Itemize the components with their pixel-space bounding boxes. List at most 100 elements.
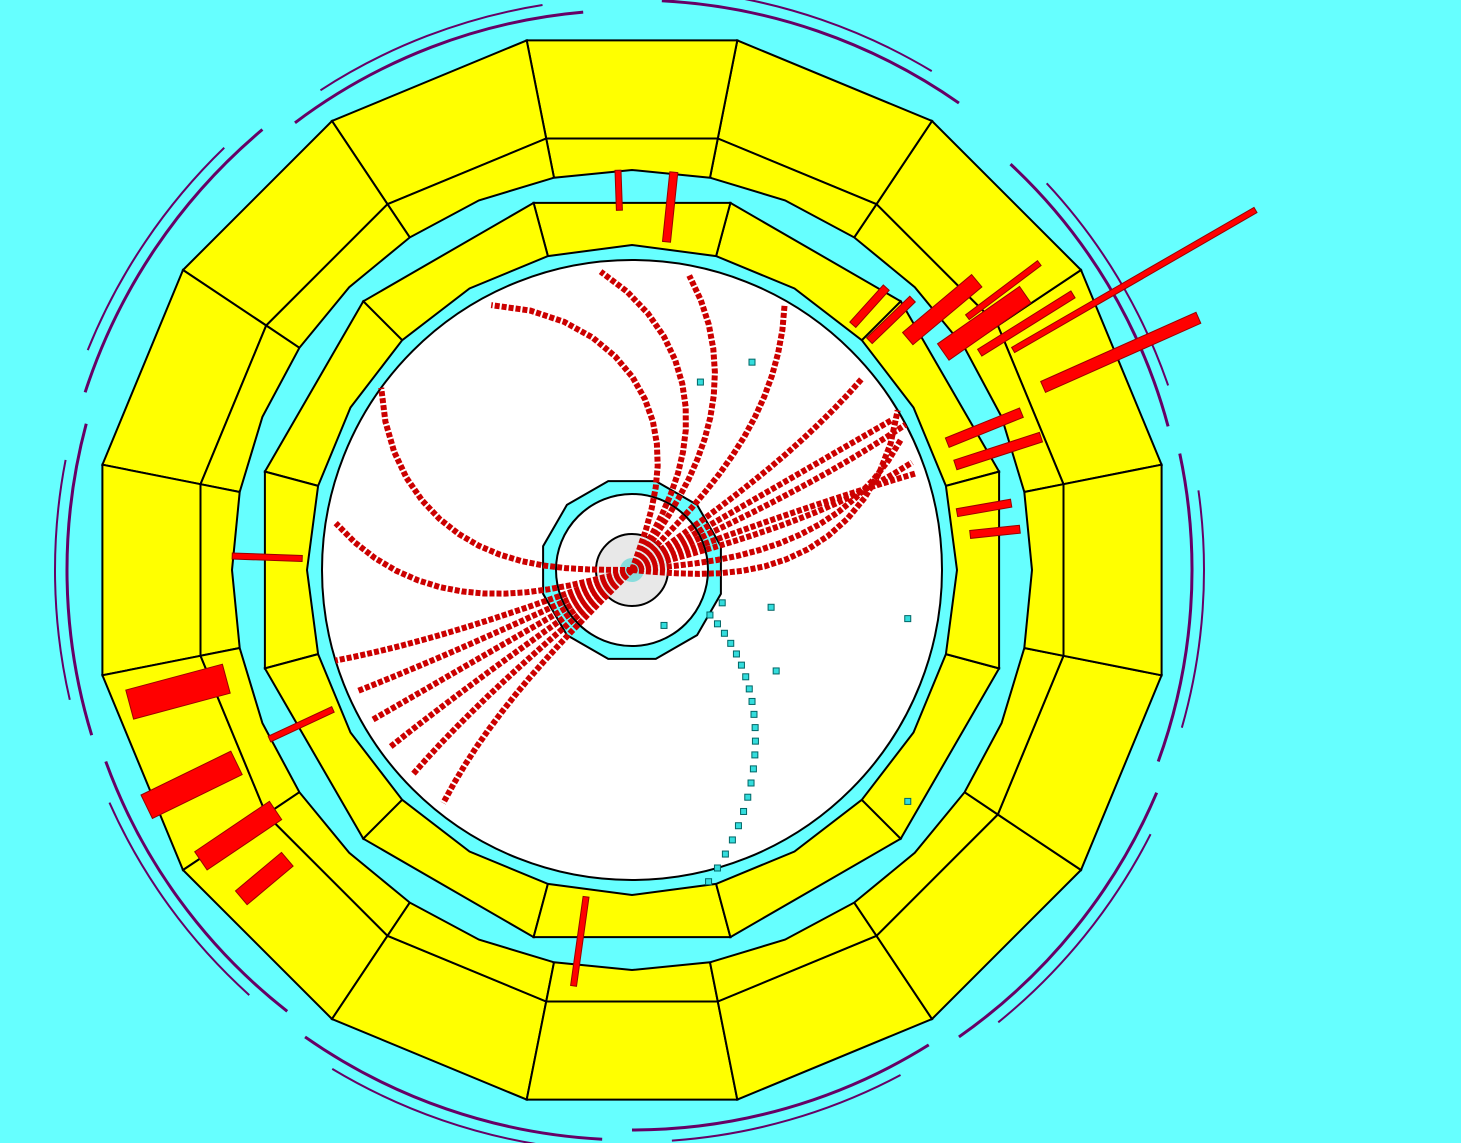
energy-deposit [267,706,335,743]
tracker-hit [734,822,742,830]
charged-track [388,567,634,750]
tracker-hit [737,661,745,669]
charged-track [370,567,634,723]
tracker-hit [745,685,753,693]
charged-track [410,567,634,777]
charged-track [630,376,865,573]
tracker-hit [728,836,736,844]
muon-chamber [54,459,71,701]
tracker-hit [713,864,721,872]
energy-deposit [936,285,1032,361]
charged-track [630,470,917,573]
energy-deposit [849,284,890,329]
charged-track [630,417,894,573]
energy-deposit [901,273,983,346]
charged-track [631,436,905,573]
muon-chamber [1180,490,1205,728]
muon-chamber-layer [54,0,1205,1143]
tracker-hit [904,797,912,805]
tracker-hit [718,599,726,607]
tracker-hit [742,673,750,681]
tracker-hit [772,667,780,675]
tracker-hit [904,615,912,623]
energy-deposit [125,663,231,720]
muon-chamber [671,1074,902,1142]
tracker-hit [751,751,759,759]
tracker-hit [720,629,728,637]
tracker-hit [705,878,713,886]
tracker-hit [749,765,757,773]
tracker-hit [713,620,721,628]
charged-track [631,459,914,573]
tracker-hit [747,779,755,787]
hadron-calorimeter-segment [525,39,739,140]
tracker-hit [748,358,756,366]
charged-track [630,421,908,573]
charged-track [378,387,633,573]
energy-deposit [944,407,1024,448]
muon-chamber [304,1035,603,1141]
charged-track [334,567,634,664]
hadron-calorimeter-segment [1062,463,1163,677]
muon-chamber [65,423,94,736]
energy-deposit [231,552,303,563]
muon-chamber [86,147,225,351]
hadron-calorimeter [101,39,1163,1101]
muon-chamber [331,1068,537,1143]
muon-chamber [744,0,933,72]
tracker-hit [740,807,748,815]
charged-track [440,567,635,805]
energy-deposit [1010,206,1258,354]
energy-deposit [614,169,623,211]
em-calorimeter [199,137,1065,1003]
tracker-hit [706,611,714,619]
charged-track [629,305,788,573]
energy-deposit [194,800,283,871]
muon-chamber [1045,182,1170,386]
hadron-calorimeter-segment [525,1000,739,1101]
charged-track [629,274,718,572]
charged-track [490,302,661,572]
muon-chamber [661,0,960,105]
muon-chamber [1156,453,1194,763]
muon-chamber [1009,163,1170,427]
muon-chamber [631,1043,930,1132]
tracker-hit [751,737,759,745]
tracker-hit [732,650,740,658]
energy-deposit [570,895,590,987]
energy-deposit [661,171,679,243]
tracker-hit [751,724,759,732]
hit-layer [660,358,912,886]
muon-chamber [997,833,1152,1024]
tracker-hit [660,621,668,629]
energy-deposit [234,851,294,906]
energy-deposit [976,290,1076,357]
muon-chamber [294,10,584,124]
charged-track [333,520,633,597]
hadron-calorimeter-segment [101,463,202,677]
tracker-hit [696,378,704,386]
energy-deposit [969,524,1021,539]
charged-track [356,567,634,694]
charged-track [631,409,901,577]
energy-deposit [964,259,1042,321]
tracker-hit [750,710,758,718]
tracker-hit [721,850,729,858]
muon-chamber [104,761,289,1013]
muon-chamber [108,802,250,996]
tracker-hit [744,793,752,801]
tracker-hit [767,603,775,611]
energy-deposit-layer [125,169,1258,987]
energy-deposit [1040,311,1202,394]
tracker-hit [748,697,756,705]
energy-deposit [955,498,1013,518]
muon-chamber [83,128,264,393]
charged-track [598,269,689,572]
muon-chamber [958,792,1159,1039]
track-layer [333,269,917,805]
tracker-hit [727,639,735,647]
energy-deposit [865,295,917,345]
muon-chamber [319,4,543,92]
